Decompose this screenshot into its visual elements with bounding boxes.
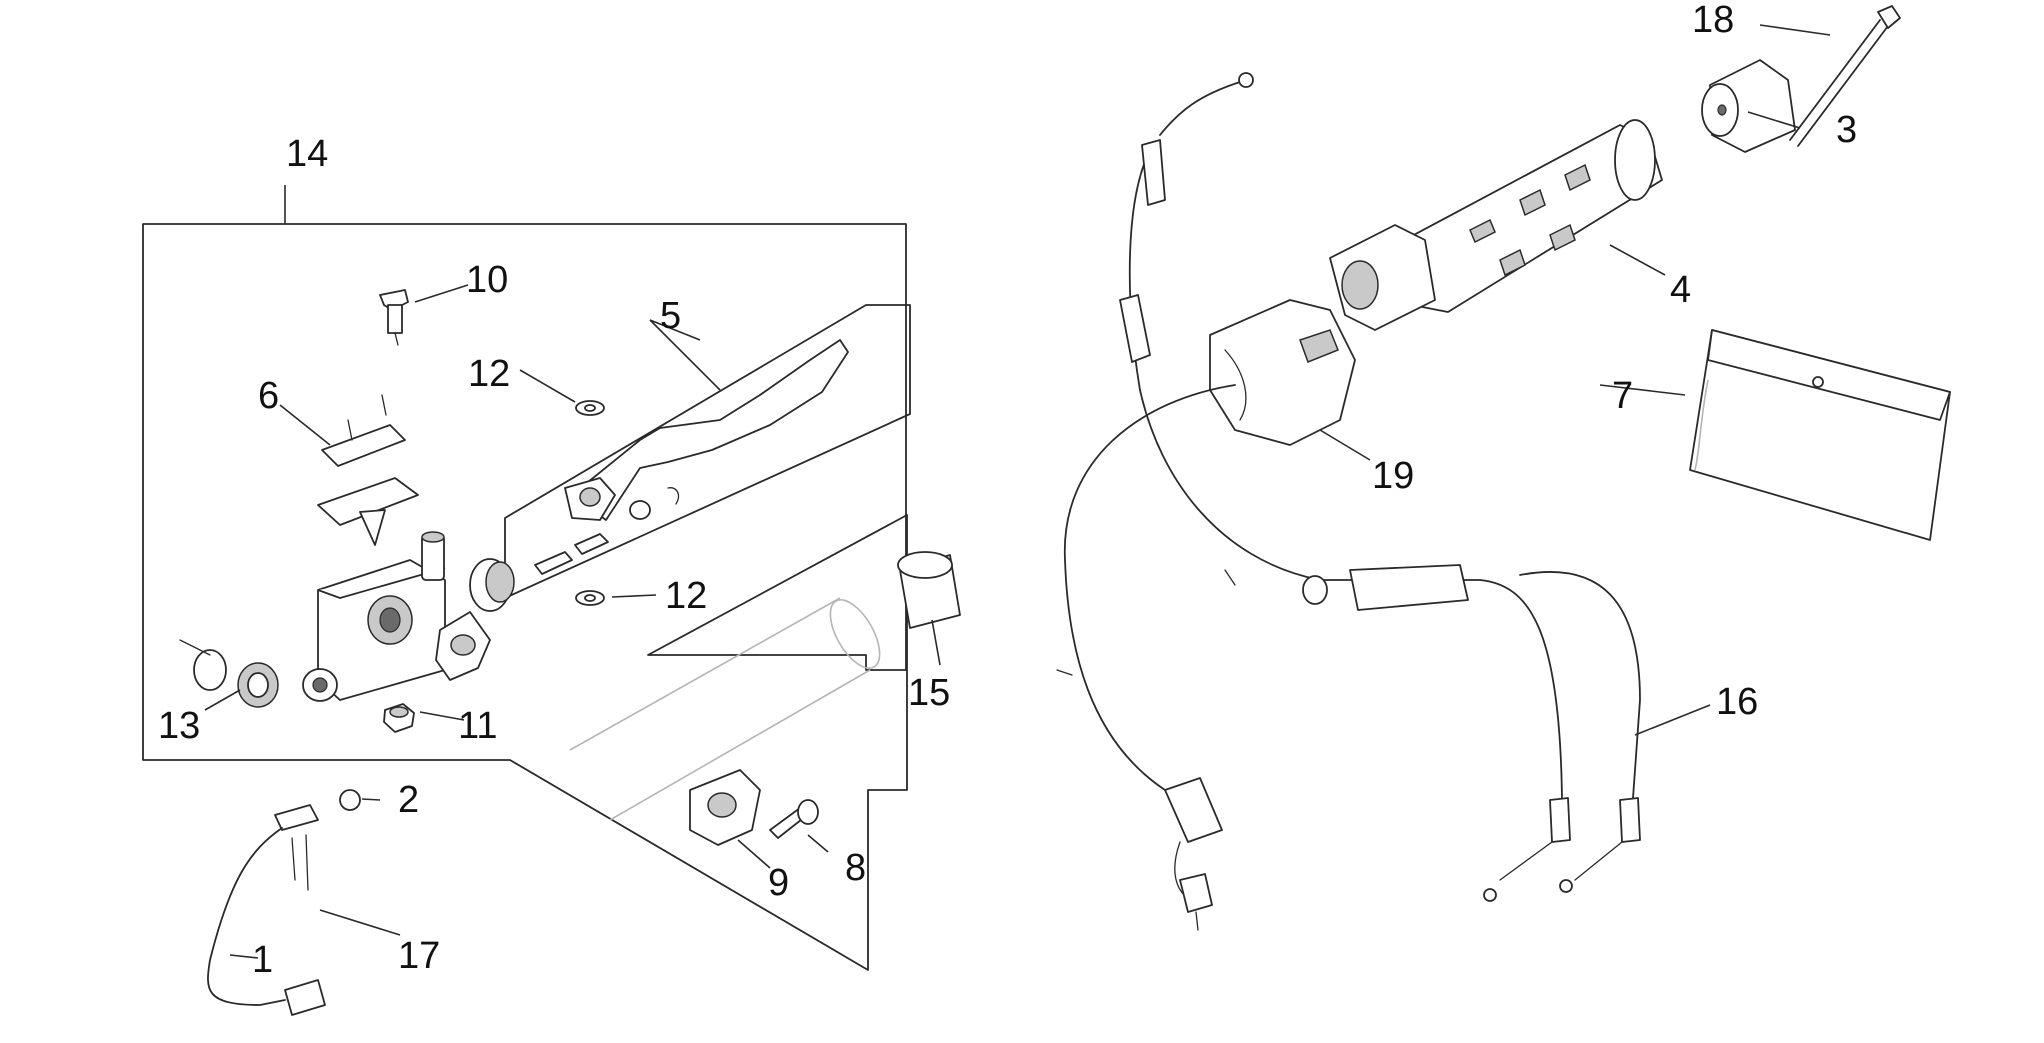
label-1: 1 (252, 939, 273, 981)
seal-rings (179, 639, 279, 708)
assembly-frame (142, 185, 911, 971)
label-12b: 12 (665, 575, 707, 617)
label-19: 19 (1372, 455, 1414, 497)
switch-housing (1209, 299, 1356, 446)
label-11: 11 (458, 705, 497, 747)
bar-end-weight (1701, 59, 1796, 153)
label-15: 15 (908, 672, 950, 714)
label-16: 16 (1716, 681, 1758, 723)
label-4: 4 (1670, 269, 1691, 311)
label-18: 18 (1692, 0, 1734, 41)
label-6: 6 (258, 375, 279, 417)
throttle-cables (1056, 72, 1641, 902)
handlebar-tube (569, 597, 881, 821)
wiring-connectors (1164, 777, 1223, 931)
label-10: 10 (466, 259, 508, 301)
part-labels: 1 2 3 4 5 6 7 8 9 10 11 12 12 13 14 15 1… (158, 0, 1857, 981)
brake-lever (564, 339, 849, 521)
label-3: 3 (1836, 109, 1857, 151)
brake-light-switch (207, 789, 361, 1016)
bleed-screw (379, 289, 409, 346)
spacer-sleeve (897, 551, 961, 629)
reservoir-lid (317, 394, 419, 546)
label-17: 17 (398, 935, 440, 977)
label-9: 9 (768, 862, 789, 904)
label-14: 14 (286, 133, 328, 175)
bar-end-bolt (1789, 5, 1901, 147)
nut (383, 703, 415, 733)
master-cylinder (302, 531, 609, 702)
label-8: 8 (845, 847, 866, 889)
tool-pouch (1689, 329, 1951, 541)
lever-clamp (689, 769, 819, 846)
label-12a: 12 (468, 353, 510, 395)
washers (575, 400, 605, 606)
label-13: 13 (158, 705, 200, 747)
label-7: 7 (1612, 375, 1633, 417)
label-2: 2 (398, 779, 419, 821)
label-5: 5 (660, 295, 681, 337)
leader-lines (204, 24, 1831, 959)
throttle-grip (1329, 119, 1663, 331)
